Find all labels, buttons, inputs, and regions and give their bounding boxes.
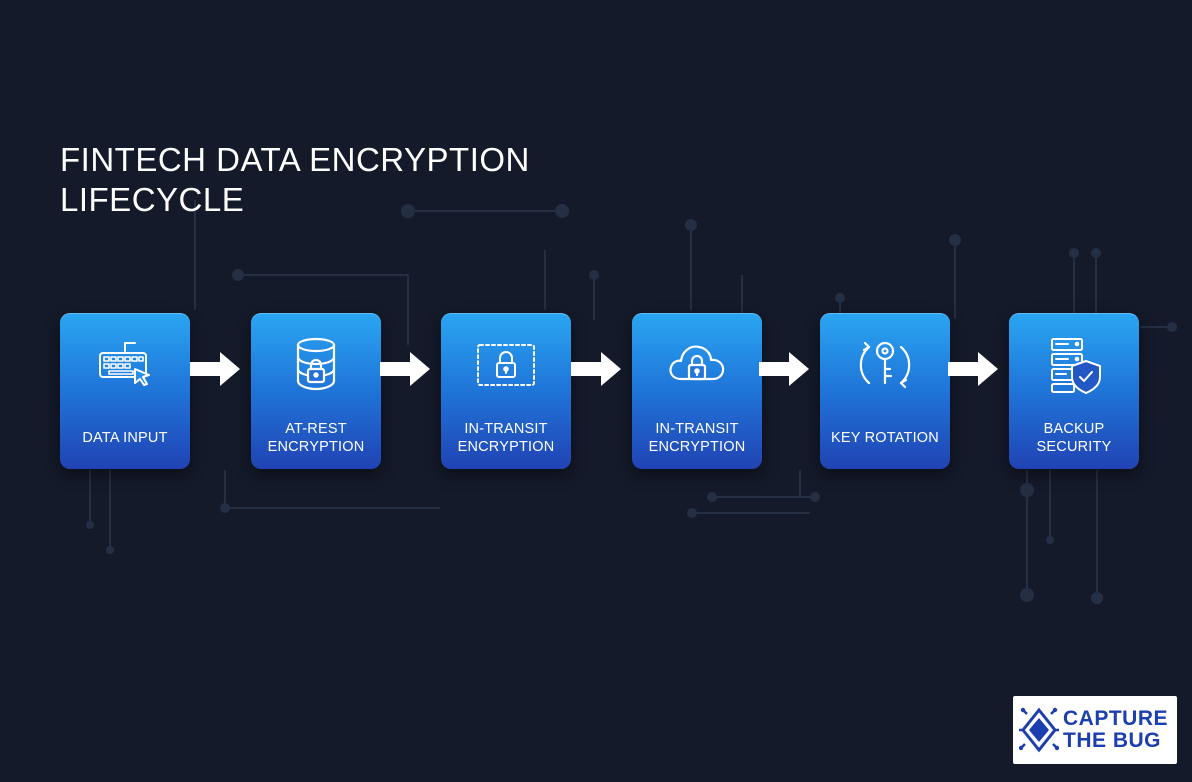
step-at-rest-encryption: AT-REST ENCRYPTION [251, 313, 381, 469]
step-backup-security: BACKUP SECURITY [1009, 313, 1139, 469]
arrow-right-icon [759, 352, 809, 386]
diagram-title: FINTECH DATA ENCRYPTION LIFECYCLE [60, 140, 580, 220]
step-label: DATA INPUT [82, 430, 168, 446]
database-lock-icon [296, 337, 336, 391]
step-label: IN-TRANSIT ENCRYPTION [457, 421, 555, 455]
key-rotation-icon [859, 341, 911, 389]
step-in-transit-encryption-cloud: IN-TRANSIT ENCRYPTION [632, 313, 762, 469]
transit-lock-icon [477, 344, 535, 386]
server-shield-icon [1051, 338, 1101, 394]
arrow-right-icon [571, 352, 621, 386]
step-key-rotation: KEY ROTATION [820, 313, 950, 469]
capture-the-bug-logo: CAPTURE THE BUG [1013, 696, 1177, 764]
logo-line-2: THE BUG [1063, 729, 1161, 752]
step-label: KEY ROTATION [831, 430, 939, 446]
logo-wordmark: CAPTURE THE BUG [1063, 708, 1168, 752]
logo-line-1: CAPTURE [1063, 707, 1169, 730]
title-line-1: FINTECH DATA ENCRYPTION [60, 141, 530, 178]
step-data-input: DATA INPUT [60, 313, 190, 469]
step-in-transit-encryption: IN-TRANSIT ENCRYPTION [441, 313, 571, 469]
bug-logo-icon [1019, 707, 1059, 753]
title-line-2: LIFECYCLE [60, 181, 245, 218]
arrow-right-icon [948, 352, 998, 386]
arrow-right-icon [380, 352, 430, 386]
arrow-right-icon [190, 352, 240, 386]
keyboard-icon [99, 342, 150, 386]
step-label: AT-REST ENCRYPTION [267, 421, 365, 455]
step-label: BACKUP SECURITY [1036, 421, 1112, 455]
step-label: IN-TRANSIT ENCRYPTION [648, 421, 746, 455]
cloud-lock-icon [669, 345, 725, 381]
